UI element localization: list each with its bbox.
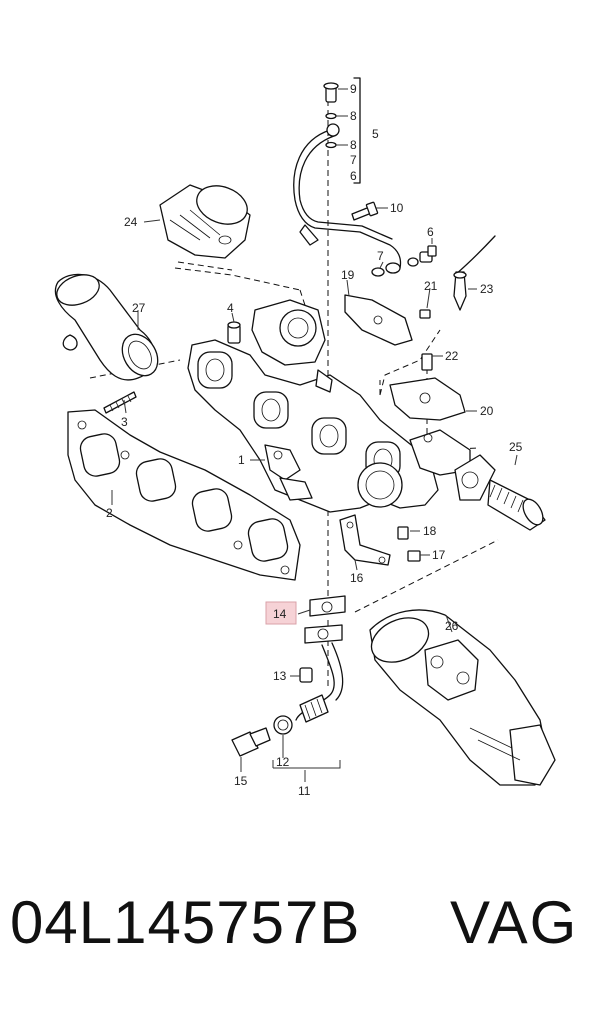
callout-8b: 8 [350,138,357,152]
callout-27: 27 [132,301,146,315]
callout-21: 21 [424,279,438,293]
callout-23: 23 [480,282,494,296]
callout-8a: 8 [350,109,357,123]
callout-22: 22 [445,349,459,363]
small-hardware [323,82,437,562]
part-25-connector-pipe [454,454,546,531]
exploded-parts-diagram: 9 8 5 8 7 6 10 24 6 7 19 21 23 27 4 22 2… [54,77,556,798]
callout-15: 15 [234,774,248,788]
callout-25: 25 [509,440,523,454]
callout-5: 5 [372,127,379,141]
callout-13: 13 [273,669,287,683]
callout-7: 7 [350,153,357,167]
part-14-gasket [309,595,346,617]
callout-3: 3 [121,415,128,429]
highlight-box-14 [265,601,297,625]
part-27-intake-hose [54,273,159,381]
callout-16: 16 [350,571,364,585]
part-19-bracket [344,294,413,346]
callout-6: 6 [350,169,357,183]
callout-1: 1 [238,453,245,467]
callout-4: 4 [227,301,234,315]
callout-6b: 6 [427,225,434,239]
callout-7b: 7 [377,249,384,263]
part-3-stud [103,391,137,414]
part-4-bolt [227,321,241,344]
callout-26: 26 [445,619,459,633]
part-5-oil-supply-line [293,123,402,274]
bracket-5 [353,77,361,184]
part-11-oil-return-line [295,624,344,723]
callout-11: 11 [298,784,311,798]
callout-labels: 9 8 5 8 7 6 10 24 6 7 19 21 23 27 4 22 2… [106,82,523,798]
part-2-manifold-gasket [67,409,301,581]
part-1-exhaust-manifold-turbo [187,299,471,513]
brand-name: VAG [450,889,579,956]
callout-18: 18 [423,524,437,538]
callout-10: 10 [390,201,404,215]
part-26-catalytic-converter [369,609,556,786]
callout-19: 19 [341,268,355,282]
part-23-temperature-sensor [453,235,496,311]
part-13-bolt [299,667,313,683]
callout-14: 14 [273,607,287,621]
part-12-clamp [273,715,293,735]
callout-12: 12 [276,755,290,769]
part-16-bracket [339,514,391,566]
callout-17: 17 [432,548,446,562]
callout-24: 24 [124,215,138,229]
caption-bar: 04L145757B VAG [0,888,600,978]
part-20-heat-shield [389,377,466,421]
callout-2: 2 [106,506,113,520]
part-24-inlet-elbow [159,184,251,259]
callout-20: 20 [480,404,494,418]
leader-lines [111,88,518,782]
callout-9: 9 [350,82,357,96]
part-number: 04L145757B [10,889,361,956]
part-15-union-fitting [231,727,271,757]
